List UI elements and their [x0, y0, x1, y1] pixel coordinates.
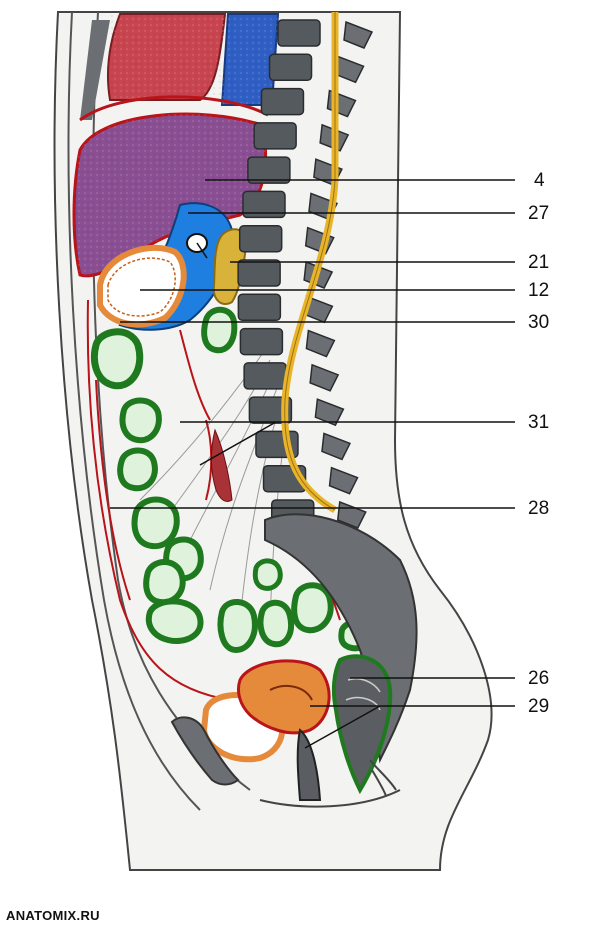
vertebral-body: [243, 362, 287, 390]
leader-bile-arrow: [196, 242, 208, 259]
rectum-folds: [345, 678, 381, 711]
intestine-loops: [90, 306, 378, 654]
uterus: [236, 659, 331, 735]
heart-texture: [110, 14, 225, 100]
spinal-cord-outline: [284, 12, 336, 511]
callout-30: 30: [528, 312, 550, 333]
callout-26: 26: [528, 668, 550, 689]
intestine-loop: [90, 328, 144, 390]
intestine-loop: [131, 496, 180, 550]
spinous-process: [309, 363, 340, 392]
callout-31: 31: [528, 412, 550, 433]
intestine-loop: [252, 558, 283, 591]
spinous-process: [314, 398, 345, 427]
vertebral-body: [277, 19, 321, 47]
intestine-loop: [145, 598, 204, 644]
spinous-process: [343, 20, 374, 49]
leader-lines: [110, 179, 515, 749]
callout-4: 4: [534, 170, 545, 191]
callout-28: 28: [528, 498, 550, 519]
leader-29b: [304, 705, 381, 749]
abdominal-wall-outer: [67, 11, 201, 811]
intestine-loop: [117, 447, 158, 492]
callout-21: 21: [528, 252, 550, 273]
stomach-mucosa: [107, 257, 176, 317]
posterior-abdominal-strip: [210, 428, 233, 503]
callout-12: 12: [528, 280, 550, 301]
intestine-loop: [291, 582, 334, 634]
vertebral-body: [253, 122, 297, 150]
leader-31b: [199, 421, 277, 466]
pubic-bone: [170, 716, 240, 786]
rectus-muscle: [80, 20, 110, 120]
uterine-cavity: [269, 684, 313, 701]
vertebral-body: [268, 53, 313, 82]
spinous-process: [321, 432, 352, 461]
anal-sphincter: [369, 759, 397, 797]
callout-27: 27: [528, 203, 550, 224]
rectum: [331, 654, 393, 795]
vertebral-body: [237, 293, 282, 322]
watermark: ANATOMIX.RU: [6, 908, 100, 923]
vertebral-body: [260, 87, 305, 116]
vertebral-body: [238, 224, 283, 253]
spinous-process: [328, 466, 359, 495]
vertebral-body: [248, 396, 293, 424]
liver-texture: [74, 114, 266, 276]
intestine-loop: [143, 559, 186, 606]
diaphragm: [79, 95, 269, 122]
vertebral-body: [242, 190, 286, 219]
intestine-loop: [201, 306, 238, 354]
intestine-loop: [257, 599, 294, 648]
spinous-process: [305, 329, 336, 358]
callout-29: 29: [528, 696, 550, 717]
vertebral-body: [237, 259, 281, 287]
vertebral-body: [247, 156, 291, 184]
perineum: [259, 789, 401, 808]
intestine-loop: [119, 397, 162, 444]
intestine-loop: [217, 599, 258, 654]
vertebral-body: [239, 327, 284, 356]
